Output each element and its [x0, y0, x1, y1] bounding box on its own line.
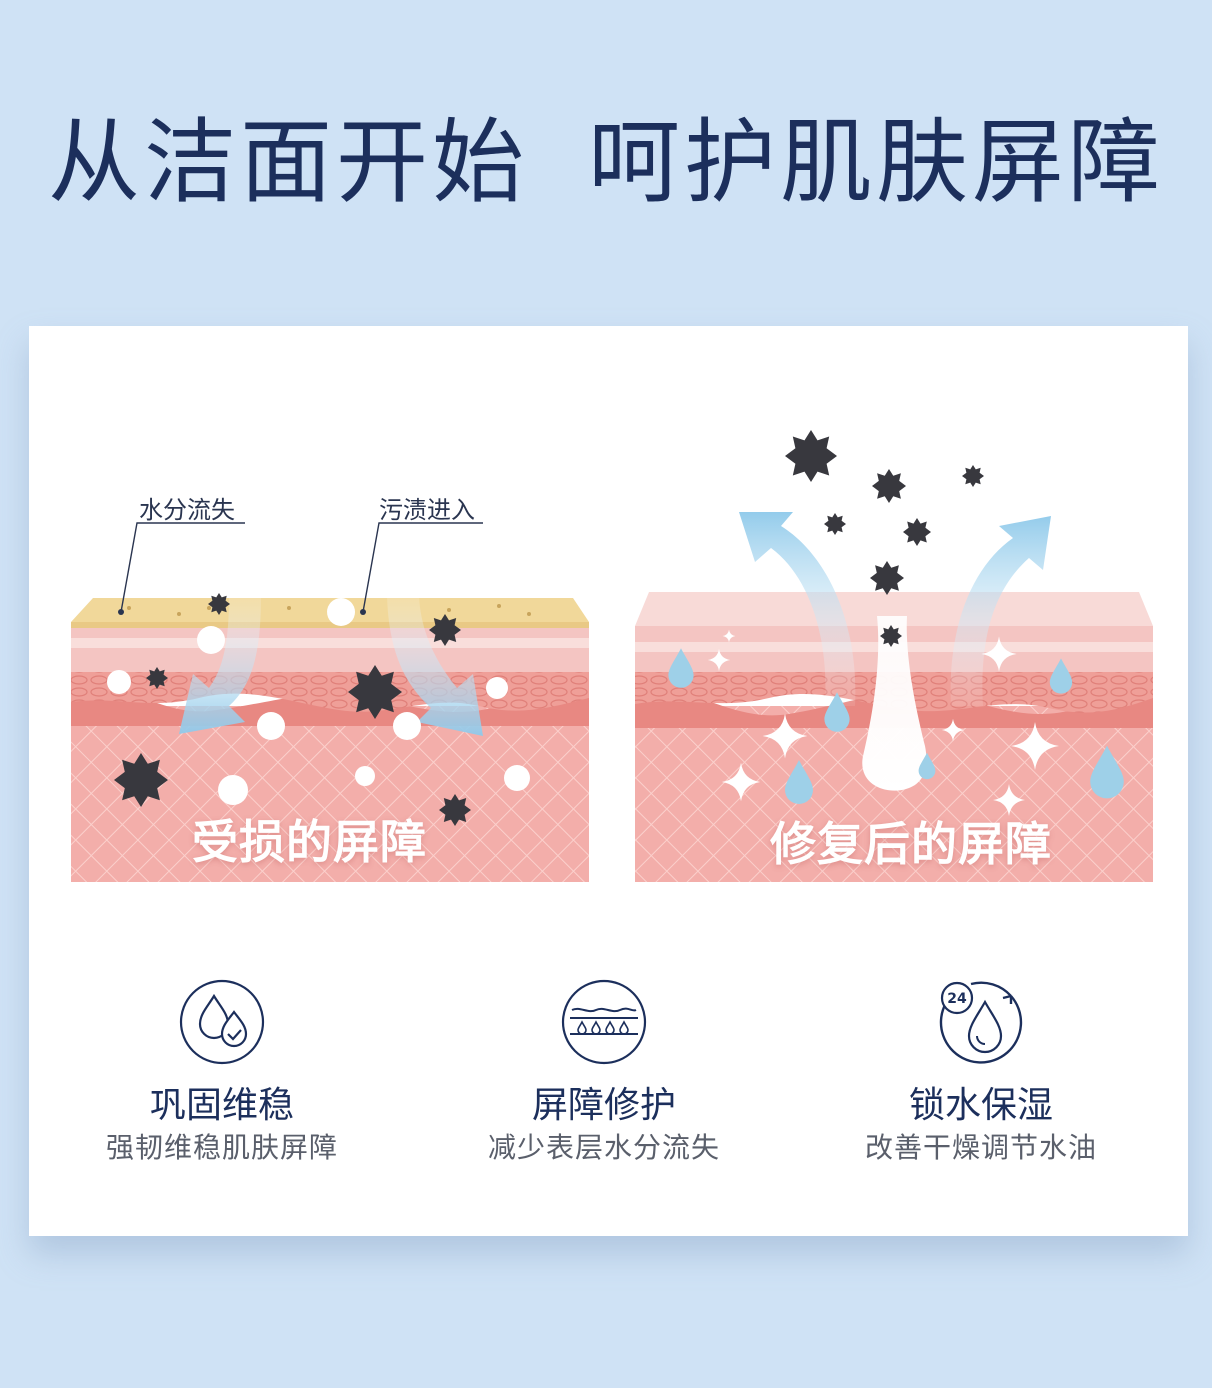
feature-moisture-lock: 锁水保湿 改善干燥调节水油 [816, 1074, 1146, 1166]
feature-desc: 强韧维稳肌肤屏障 [105, 1131, 338, 1164]
content-card: 24 水分流失 污渍进入 受损的屏障 修复后的屏障 巩固维稳 强韧维稳肌肤屏障 … [29, 326, 1188, 1236]
24h-hydration-icon: 24 [939, 981, 1023, 1064]
feature-title: 屏障修护 [531, 1085, 676, 1126]
damaged-barrier-illustration [71, 522, 589, 882]
panel-label-damaged: 受损的屏障 [192, 815, 427, 869]
water-drops-check-icon [179, 979, 265, 1065]
feature-title: 锁水保湿 [908, 1085, 1053, 1126]
headline-part-2: 呵护肌肤屏障 [588, 109, 1165, 216]
feature-title: 巩固维稳 [149, 1085, 294, 1126]
skin-illustrations: 24 [71, 430, 1153, 1065]
callout-water-loss: 水分流失 [139, 496, 235, 524]
feature-desc: 改善干燥调节水油 [864, 1131, 1097, 1164]
feature-desc: 减少表层水分流失 [487, 1131, 720, 1164]
panel-label-repaired: 修复后的屏障 [770, 817, 1052, 871]
24h-badge-text: 24 [947, 991, 967, 1007]
feature-barrier-repair: 屏障修护 减少表层水分流失 [439, 1074, 769, 1166]
headline: 从洁面开始呵护肌肤屏障 [0, 108, 1212, 218]
skin-barrier-icon [561, 979, 647, 1065]
repaired-barrier-illustration [635, 430, 1153, 882]
callout-dirt-enter: 污渍进入 [379, 496, 475, 524]
feature-stabilize: 巩固维稳 强韧维稳肌肤屏障 [57, 1074, 387, 1166]
headline-part-1: 从洁面开始 [47, 109, 528, 216]
